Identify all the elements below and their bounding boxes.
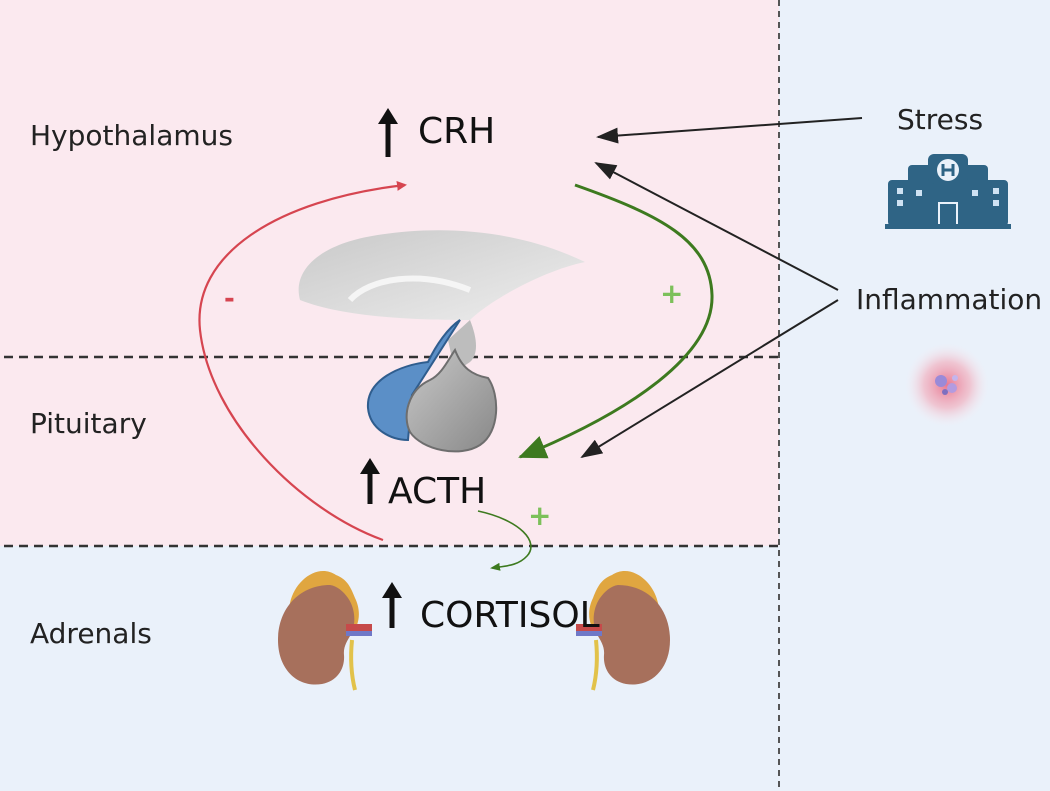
stress-to-crh-arrow [596,117,863,144]
kidney-adrenal-icon [576,571,670,691]
up-arrow-icon [382,582,402,628]
negative-feedback-arrow [198,180,407,542]
region-label-pituitary: Pituitary [30,407,147,440]
crh-to-acth-arrow [518,183,714,459]
positive-sign-crh-acth: + [660,277,684,310]
hormone-label-crh: CRH [418,111,496,152]
positive-sign-acth-cortisol: + [528,499,552,532]
inflammation-label: Inflammation [856,283,1043,316]
acth-to-cortisol-arrow [477,510,532,571]
inflammation-to-acth-arrow [580,299,839,459]
hospital-building-icon [885,154,1011,229]
up-arrow-icon [360,458,380,504]
region-label-adrenals: Adrenals [30,617,152,650]
inflamed-cell-icon [905,343,989,427]
inflammation-to-crh-arrow [594,162,839,291]
negative-feedback-sign: - [224,284,235,314]
up-arrow-icon [378,108,398,157]
kidney-adrenal-icon [278,571,372,691]
hypothalamus-pituitary-icon [298,230,585,453]
stress-label: Stress [897,103,984,136]
hormone-label-acth: ACTH [388,471,487,512]
region-label-hypothalamus: Hypothalamus [30,119,233,152]
hormone-label-cortisol: CORTISOL [420,595,600,636]
